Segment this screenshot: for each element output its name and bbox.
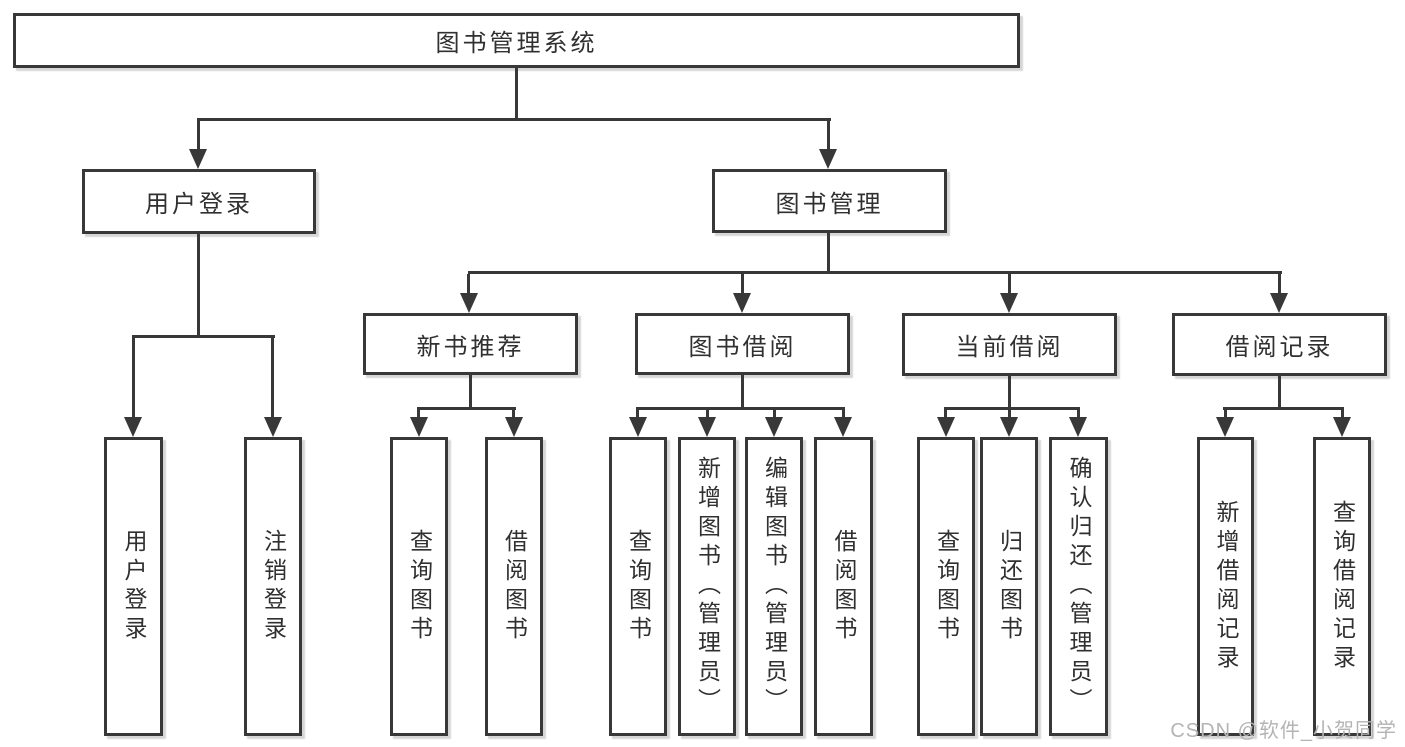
connector-borrow-drop-1 (636, 410, 639, 420)
connector-userlogin-stem (197, 234, 200, 337)
leaf-borrow-edit: 编辑图书（管理员） (745, 437, 803, 736)
connector-bookmgmt-bar (468, 271, 1282, 274)
node-borrow-record: 借阅记录 (1172, 313, 1387, 376)
connector-borrow-bar (636, 407, 845, 410)
connector-newbook-bar (417, 407, 516, 410)
leaf-user-login-label: 用户登录 (121, 528, 147, 645)
connector-current-drop-2 (1008, 410, 1011, 420)
arrow-down-icon (1333, 417, 1351, 437)
connector-current-drop-1 (944, 410, 947, 420)
node-book-management: 图书管理 (712, 169, 947, 233)
connector-bookmgmt-drop-4 (1278, 274, 1281, 295)
connector-bookmgmt-drop-2 (741, 274, 744, 295)
connector-record-drop-1 (1224, 410, 1227, 420)
connector-newbook-drop-2 (512, 410, 515, 420)
leaf-newbook-borrow-label: 借阅图书 (501, 528, 528, 645)
connector-current-stem (1008, 375, 1011, 410)
arrow-down-icon (819, 149, 837, 169)
node-current-borrow-label: 当前借阅 (955, 334, 1064, 361)
leaf-record-add: 新增借阅记录 (1197, 437, 1254, 736)
connector-record-drop-2 (1341, 410, 1344, 420)
node-current-borrow: 当前借阅 (902, 313, 1117, 376)
leaf-record-add-label: 新增借阅记录 (1213, 499, 1239, 674)
connector-record-bar (1223, 407, 1344, 410)
leaf-borrow-add-label: 新增图书（管理员） (694, 456, 721, 717)
node-borrow-record-label: 借阅记录 (1225, 334, 1334, 361)
arrow-down-icon (264, 417, 282, 437)
connector-root-stem (515, 68, 518, 118)
leaf-newbook-borrow: 借阅图书 (485, 437, 543, 736)
connector-bookmgmt-drop-1 (467, 274, 470, 295)
arrow-down-icon (937, 417, 955, 437)
connector-userlogin-drop-1 (132, 338, 135, 418)
arrow-down-icon (765, 417, 783, 437)
leaf-user-login: 用户登录 (104, 437, 163, 736)
leaf-current-return: 归还图书 (980, 437, 1038, 736)
connector-record-stem (1278, 375, 1281, 410)
connector-newbook-stem (469, 375, 472, 410)
connector-bookmgmt-stem (827, 233, 830, 274)
leaf-newbook-query-label: 查询图书 (406, 528, 433, 645)
connector-borrow-stem (741, 375, 744, 410)
connector-newbook-drop-1 (417, 410, 420, 420)
leaf-record-query: 查询借阅记录 (1313, 437, 1371, 736)
connector-current-bar (944, 407, 1080, 410)
arrow-down-icon (629, 417, 647, 437)
arrow-down-icon (1000, 417, 1018, 437)
arrow-down-icon (1069, 417, 1087, 437)
connector-userlogin-bar (132, 335, 275, 338)
leaf-current-return-label: 归还图书 (996, 528, 1023, 645)
connector-userlogin-drop-2 (271, 338, 274, 418)
connector-root-bar (197, 118, 831, 121)
node-user-login: 用户登录 (82, 169, 316, 234)
arrow-down-icon (460, 293, 478, 313)
node-book-management-label: 图书管理 (775, 190, 884, 218)
arrow-down-icon (733, 293, 751, 313)
connector-current-drop-3 (1077, 410, 1080, 420)
arrow-down-icon (1000, 293, 1018, 313)
arrow-down-icon (1270, 293, 1288, 313)
arrow-down-icon (698, 417, 716, 437)
node-root-label: 图书管理系统 (435, 30, 598, 57)
leaf-current-confirm-label: 确认归还（管理员） (1066, 456, 1092, 717)
leaf-borrow-book: 借阅图书 (814, 437, 873, 736)
arrow-down-icon (189, 149, 207, 169)
leaf-logout: 注销登录 (244, 437, 302, 736)
node-user-login-label: 用户登录 (145, 191, 253, 218)
connector-borrow-drop-3 (773, 410, 776, 420)
node-root: 图书管理系统 (13, 13, 1020, 68)
leaf-record-query-label: 查询借阅记录 (1329, 499, 1356, 674)
connector-borrow-drop-2 (706, 410, 709, 420)
leaf-borrow-query-label: 查询图书 (625, 528, 652, 645)
leaf-newbook-query: 查询图书 (390, 437, 448, 736)
node-new-book-recommend-label: 新书推荐 (416, 333, 525, 361)
node-book-borrow-label: 图书借阅 (688, 333, 797, 361)
arrow-down-icon (834, 417, 852, 437)
connector-borrow-drop-4 (842, 410, 845, 420)
arrow-down-icon (124, 417, 142, 437)
leaf-borrow-edit-label: 编辑图书（管理员） (761, 456, 788, 717)
leaf-current-confirm: 确认归还（管理员） (1049, 437, 1108, 736)
connector-root-drop-left (197, 121, 200, 151)
node-new-book-recommend: 新书推荐 (363, 313, 578, 375)
watermark: CSDN @软件_小贺同学 (1170, 720, 1397, 742)
leaf-logout-label: 注销登录 (260, 528, 287, 645)
arrow-down-icon (410, 417, 428, 437)
connector-root-drop-right (827, 121, 830, 151)
arrow-down-icon (1216, 417, 1234, 437)
node-book-borrow: 图书借阅 (635, 313, 850, 375)
connector-bookmgmt-drop-3 (1008, 274, 1011, 295)
leaf-current-query: 查询图书 (917, 437, 975, 736)
leaf-borrow-query: 查询图书 (609, 437, 667, 736)
leaf-current-query-label: 查询图书 (933, 528, 960, 645)
arrow-down-icon (505, 417, 523, 437)
leaf-borrow-book-label: 借阅图书 (831, 528, 857, 645)
leaf-borrow-add: 新增图书（管理员） (678, 437, 736, 736)
